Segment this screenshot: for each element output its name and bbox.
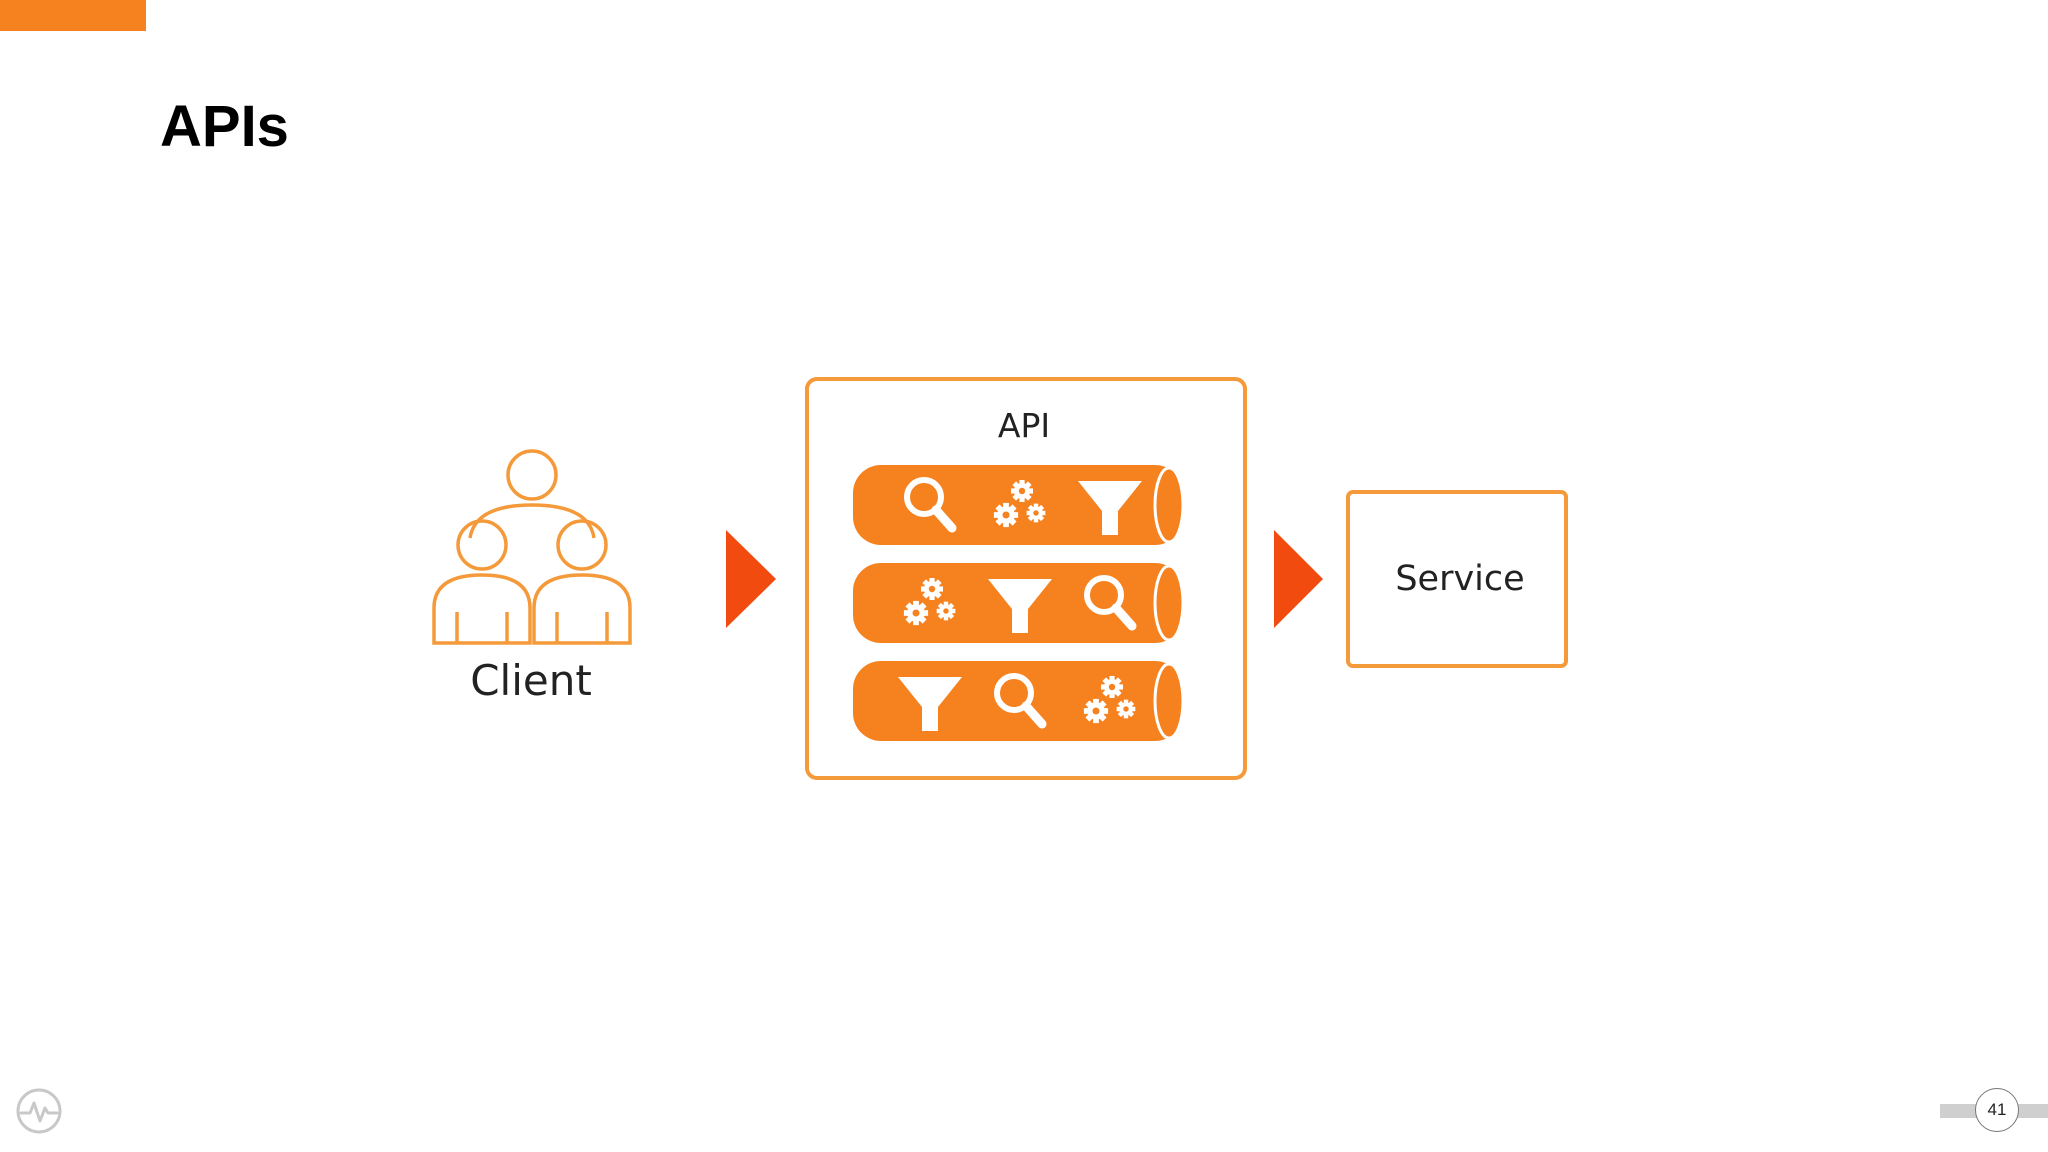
service-box (1346, 490, 1568, 668)
page-indicator: 41 (1940, 1088, 2048, 1134)
api-pipe (853, 465, 1185, 545)
activity-pulse-icon (16, 1088, 62, 1134)
page-number: 41 (1975, 1088, 2019, 1132)
client-label: Client (470, 656, 592, 705)
arrow-client-to-api (726, 530, 776, 628)
api-label: API (998, 406, 1050, 445)
accent-bar (0, 0, 146, 31)
service-label: Service (1395, 559, 1524, 599)
arrow-api-to-service (1274, 530, 1323, 628)
api-pipe (853, 661, 1185, 741)
api-pipes (853, 465, 1185, 741)
api-pipe (853, 563, 1185, 643)
client-people-icon (432, 449, 632, 645)
page-title: APIs (160, 94, 289, 159)
